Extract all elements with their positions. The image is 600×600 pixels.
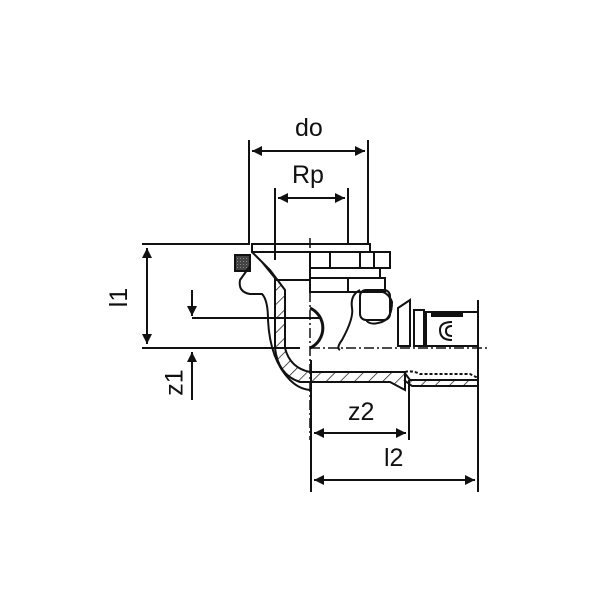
centerlines xyxy=(309,238,490,440)
label-do: do xyxy=(295,114,323,142)
dimension-rp xyxy=(274,188,349,260)
label-rp: Rp xyxy=(292,161,324,189)
label-z1: z1 xyxy=(160,369,189,396)
dimension-l1 xyxy=(142,243,300,349)
label-z2: z2 xyxy=(348,398,375,426)
dimension-do xyxy=(248,140,369,245)
label-l2: l2 xyxy=(384,444,404,472)
dimension-z1 xyxy=(187,290,320,400)
fitting-body xyxy=(234,243,479,392)
label-l1: l1 xyxy=(105,287,134,308)
